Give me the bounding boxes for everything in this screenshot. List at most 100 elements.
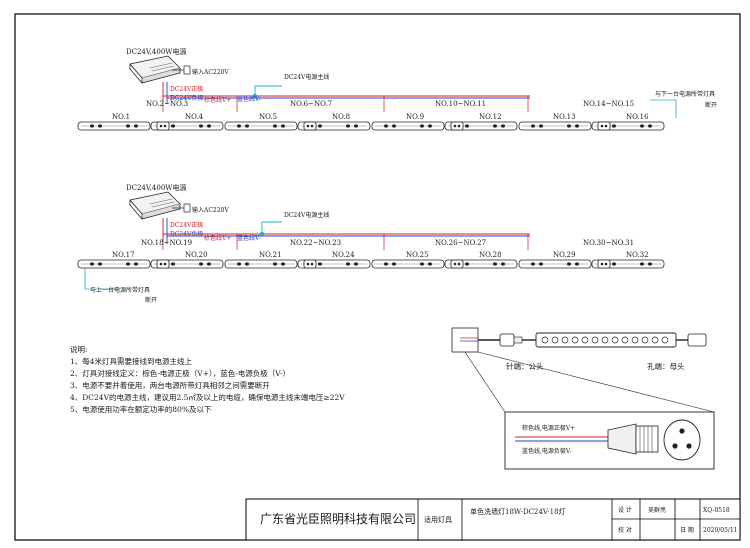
top-num-1: NO.2~NO.3 [146, 100, 188, 108]
lamp-number: NO.29 [553, 251, 576, 259]
lamp-fixture [371, 121, 445, 131]
main-line-label-2: DC24V电源主线 [284, 211, 329, 219]
notes-title: 说明: [70, 344, 88, 354]
led-icon [601, 336, 609, 344]
main-line-label-1: DC24V电源主线 [284, 73, 329, 81]
junction-icon [450, 259, 464, 269]
lamp-fixture [224, 259, 298, 269]
junction-icon [597, 121, 611, 131]
led-icon [591, 336, 599, 344]
note-item-1: 1、每4米灯具需要接线到电源主线上 [70, 356, 193, 366]
hole-label: 孔端：母头 [647, 361, 685, 371]
male-connector-icon [499, 333, 515, 347]
lamp-fixture [224, 121, 298, 131]
led-icon [641, 336, 649, 344]
note-item-4: 4、DC24V的电源主线，建议用2.5㎡及以上的电缆，确保电源主线末端电压≥22… [70, 392, 345, 402]
plug-icon [183, 203, 191, 213]
female-connector-icon [687, 333, 707, 347]
lamp-number: NO.17 [112, 251, 135, 259]
break-label-2: 断开 [145, 296, 157, 304]
lamp-fixture [77, 121, 151, 131]
break-label-1: 断开 [705, 101, 717, 109]
junction-icon [597, 259, 611, 269]
pos-label-1: DC24V正极 [170, 85, 203, 93]
power-supply-icon [129, 191, 181, 220]
lamp-number: NO.21 [259, 251, 282, 259]
lamp-number-row-2: NO.17 NO.20 NO.21 NO.24 NO.25 NO.28 NO.29 NO.32 [112, 251, 649, 259]
connector-detail: 针端：公头 孔端：母头 棕色线,电源正极V+ 蓝色线,电源负极V- [451, 327, 715, 470]
drawing-code: XQ-0518 [703, 507, 730, 514]
led-icon [611, 336, 619, 344]
lamp-number: NO.25 [406, 251, 429, 259]
prev-label: 与上一台电源所带灯具 [90, 286, 150, 294]
drawing-date: 2020/05/11 [703, 527, 738, 534]
lamp-number: NO.9 [406, 113, 424, 121]
led-icon [561, 336, 569, 344]
led-icon [581, 336, 589, 344]
led-icon [651, 336, 659, 344]
next-label: 与下一台电源所带灯具 [655, 90, 715, 98]
lamp-row-1 [77, 121, 665, 131]
pin-label: 针端：公头 [506, 361, 544, 371]
lamp-number: NO.4 [185, 113, 204, 121]
lamp-row-2 [77, 259, 665, 269]
led-row [541, 336, 669, 344]
cable-end-box [451, 327, 479, 353]
lamp-number: NO.1 [112, 113, 130, 121]
top-num-8: NO.30~NO.31 [583, 239, 634, 247]
led-icon [551, 336, 559, 344]
lamp-number: NO.12 [479, 113, 502, 121]
lamp-fixture [77, 259, 151, 269]
led-icon [621, 336, 629, 344]
date-label: 日 期 [680, 526, 694, 534]
lamp-number: NO.20 [185, 251, 208, 259]
connector-face-icon [663, 419, 701, 461]
section-2: DC24V,400W电源 输入AC220V DC24V正极 DC24V负极 DC… [77, 183, 665, 304]
lamp-fixture [518, 259, 592, 269]
note-item-2: 2、灯具对接线定义：棕色-电源正极（V+），蓝色-电源负极（V-） [70, 368, 290, 378]
junction-icon [303, 259, 317, 269]
note-item-3: 3、电源不要并着使用，两台电源所带灯具相邻之间需要断开 [70, 380, 270, 390]
junction-icon [303, 121, 317, 131]
designer-name: 吴群亮 [648, 506, 666, 514]
led-icon [661, 336, 669, 344]
check-label: 校 对 [618, 526, 632, 534]
lamp-fixture [518, 121, 592, 131]
input-label-2: 输入AC220V [192, 206, 229, 214]
top-num-5: NO.18~NO.19 [141, 239, 192, 247]
junction-icon [156, 121, 170, 131]
junction-icon [156, 259, 170, 269]
pos-label-2: DC24V正极 [170, 221, 203, 229]
applicable-label: 适用灯具 [424, 515, 452, 524]
led-icon [571, 336, 579, 344]
brown-label-1: 棕色线V+ [204, 96, 231, 104]
product-name: 单色洗墙灯18W-DC24V-18灯 [470, 507, 566, 516]
blue-label-1: 蓝色线V- [237, 95, 261, 103]
company-name: 广东省光臣照明科技有限公司 [260, 512, 416, 526]
lamp-number: NO.28 [479, 251, 502, 259]
note-item-5: 5、电源使用功率在额定功率的80%及以下 [70, 404, 212, 414]
psu-label-1: DC24V,400W电源 [126, 47, 187, 56]
lamp-number: NO.16 [626, 113, 649, 121]
input-label-1: 输入AC220V [192, 68, 229, 76]
led-icon [631, 336, 639, 344]
plug-icon [183, 65, 191, 75]
lamp-fixture [371, 259, 445, 269]
brown-line-label: 棕色线,电源正极V+ [522, 424, 575, 432]
psu-label-2: DC24V,400W电源 [126, 183, 187, 192]
lamp-number: NO.32 [626, 251, 649, 259]
junction-icon [450, 121, 464, 131]
design-label: 设 计 [618, 506, 632, 514]
top-num-3: NO.10~NO.11 [435, 100, 486, 108]
section-1: DC24V,400W电源 输入AC220V DC24V正极 DC24V负极 DC… [77, 47, 717, 131]
top-num-2: NO.6~NO.7 [290, 100, 332, 108]
blue-line-label: 蓝色线,电源负极V- [522, 447, 572, 455]
blue-label-2: 蓝色线V- [237, 234, 261, 242]
top-num-7: NO.26~NO.27 [435, 239, 486, 247]
lamp-number: NO.24 [332, 251, 355, 259]
power-supply-icon [129, 55, 181, 84]
brown-label-2: 棕色线V+ [204, 234, 231, 242]
